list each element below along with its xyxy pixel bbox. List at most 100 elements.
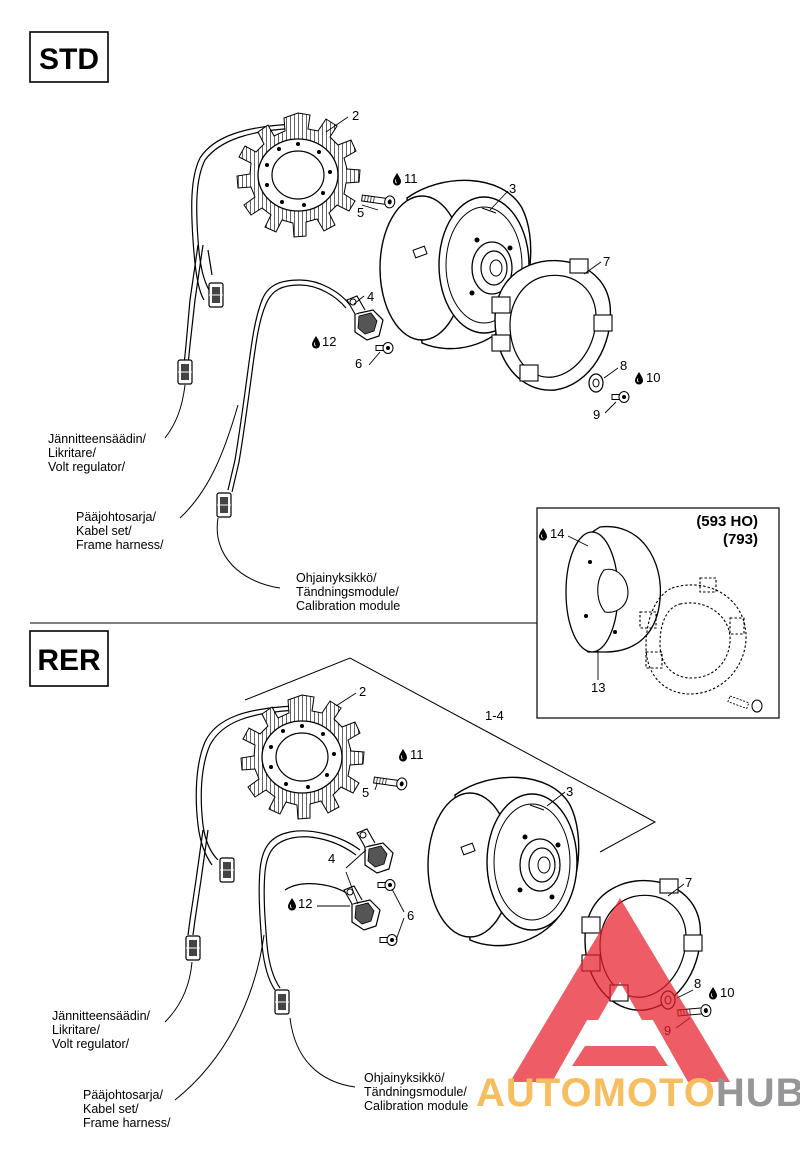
rer-sensor-lower[interactable]	[343, 885, 381, 931]
std-calibration-leader	[216, 517, 281, 589]
rer-callout-trigger-wheel: 7	[685, 875, 692, 890]
std-trigger-wheel[interactable]	[491, 258, 613, 391]
svg-text:Jännitteensäädin/: Jännitteensäädin/	[48, 432, 147, 446]
inset-spacer-plate[interactable]	[565, 525, 662, 653]
svg-text:Ohjainyksikkö/: Ohjainyksikkö/	[364, 1071, 445, 1085]
rer-callout-flywheel: 3	[566, 784, 573, 799]
std-connector-lower	[177, 359, 193, 385]
rer-connector-lower	[185, 935, 201, 961]
std-callout-washer: 8	[620, 358, 627, 373]
svg-text:Kabel set/: Kabel set/	[76, 524, 132, 538]
svg-text:Jännitteensäädin/: Jännitteensäädin/	[52, 1009, 151, 1023]
inset-callout-spacer: 13	[591, 680, 605, 695]
rer-sensor-screw-upper[interactable]	[377, 879, 396, 891]
rer-caption-frame-harness: Pääjohtosarja/ Kabel set/ Frame harness/	[83, 1088, 171, 1130]
std-sensor-screw[interactable]	[375, 342, 394, 354]
watermark-logo	[510, 898, 730, 1082]
std-volt-regulator-leader	[164, 384, 186, 439]
rer-callout-bolt-stator-thread: 11	[410, 747, 424, 762]
inset-title-1: (593 HO)	[696, 513, 758, 530]
watermark-text: AUTOMOTOHUB	[476, 1071, 800, 1115]
rer-callout-sensor-screw: 6	[407, 908, 414, 923]
svg-text:Calibration module: Calibration module	[296, 599, 400, 613]
std-callout-trigger-wheel: 7	[603, 254, 610, 269]
variant-inset: (593 HO) (793) 14 13	[536, 507, 780, 719]
std-calibration-connector	[216, 492, 232, 518]
std-sensor[interactable]	[346, 295, 384, 341]
rer-calibration-leader	[289, 1017, 356, 1088]
inset-callout-spacer-thread: 14	[550, 526, 564, 541]
std-callout-bolt-flywheel: 9	[593, 407, 600, 422]
rer-callout-bolt-stator: 5	[362, 785, 369, 800]
svg-text:Likritare/: Likritare/	[48, 446, 96, 460]
std-callout-bolt-stator: 5	[357, 205, 364, 220]
std-callout-sensor-screw-thread: 12	[322, 334, 336, 349]
rer-caption-calibration-module: Ohjainyksikkö/ Tändningsmodule/ Calibrat…	[364, 1071, 468, 1113]
svg-text:Calibration module: Calibration module	[364, 1099, 468, 1113]
rer-title-box	[29, 630, 109, 687]
rer-sensor-wire	[258, 830, 361, 991]
std-title: STD	[39, 43, 99, 76]
rer-connector-upper	[219, 857, 235, 883]
automotohub-watermark: AUTOMOTOHUB	[476, 898, 800, 1115]
svg-text:Ohjainyksikkö/: Ohjainyksikkö/	[296, 571, 377, 585]
drop-icon	[398, 748, 408, 762]
std-frame-harness-leader	[179, 404, 239, 519]
svg-text:Kabel set/: Kabel set/	[83, 1102, 139, 1116]
rer-bolt-stator[interactable]	[372, 773, 409, 792]
std-callout-sensor-screw: 6	[355, 356, 362, 371]
std-washer[interactable]	[588, 373, 604, 393]
rer-stator[interactable]	[240, 694, 365, 820]
inset-bolt-ghost	[727, 695, 763, 713]
rer-section: RER	[29, 630, 734, 1130]
std-section: STD	[29, 31, 660, 613]
rer-callout-stator: 2	[359, 684, 366, 699]
svg-text:Pääjohtosarja/: Pääjohtosarja/	[83, 1088, 163, 1102]
inset-leader-14	[567, 535, 589, 547]
rer-calibration-connector	[274, 989, 290, 1015]
std-callout-bolt-flywheel-thread: 10	[646, 370, 660, 385]
std-caption-frame-harness: Pääjohtosarja/ Kabel set/ Frame harness/	[76, 510, 164, 552]
svg-text:Likritare/: Likritare/	[52, 1023, 100, 1037]
svg-text:Tändningsmodule/: Tändningsmodule/	[364, 1085, 467, 1099]
std-caption-volt-regulator: Jännitteensäädin/ Likritare/ Volt regula…	[48, 432, 147, 474]
rer-stator-wires	[187, 705, 301, 936]
rer-volt-regulator-leader	[164, 961, 193, 1023]
std-callout-flywheel: 3	[509, 181, 516, 196]
std-title-box	[29, 31, 109, 83]
svg-text:Pääjohtosarja/: Pääjohtosarja/	[76, 510, 156, 524]
svg-text:Frame harness/: Frame harness/	[76, 538, 164, 552]
std-caption-calibration-module: Ohjainyksikkö/ Tändningsmodule/ Calibrat…	[296, 571, 400, 613]
rer-callout-washer: 8	[694, 976, 701, 991]
rer-title: RER	[37, 644, 101, 677]
rer-callout-assembly: 1-4	[485, 708, 504, 723]
std-callout-stator: 2	[352, 108, 359, 123]
std-callout-bolt-stator-thread: 11	[404, 171, 418, 186]
std-stator-wires	[183, 123, 301, 366]
svg-text:Frame harness/: Frame harness/	[83, 1116, 171, 1130]
rer-callout-sensor-screw-thread: 12	[298, 896, 312, 911]
std-bolt-flywheel[interactable]	[611, 391, 630, 403]
rer-callout-sensor: 4	[328, 851, 335, 866]
rer-callout-bolt-flywheel-thread: 10	[720, 985, 734, 1000]
inset-trigger-wheel-ghost	[639, 577, 747, 695]
drop-icon	[708, 986, 718, 1000]
std-callout-sensor: 4	[367, 289, 374, 304]
std-stator[interactable]	[236, 112, 361, 238]
std-connector-upper	[208, 282, 224, 308]
svg-text:Tändningsmodule/: Tändningsmodule/	[296, 585, 399, 599]
svg-text:Volt regulator/: Volt regulator/	[48, 460, 126, 474]
rer-frame-harness-leader	[174, 934, 265, 1101]
rer-caption-volt-regulator: Jännitteensäädin/ Likritare/ Volt regula…	[52, 1009, 151, 1051]
rer-flywheel[interactable]	[427, 776, 580, 947]
rer-sensor-upper[interactable]	[356, 828, 394, 874]
drop-icon	[392, 172, 402, 186]
drop-icon	[287, 897, 297, 911]
std-leaders	[325, 116, 619, 414]
rer-sensor-screw-lower[interactable]	[379, 934, 398, 946]
std-sensor-wire	[227, 279, 351, 493]
drop-icon	[634, 371, 644, 385]
inset-title-2: (793)	[723, 531, 758, 548]
svg-text:Volt regulator/: Volt regulator/	[52, 1037, 130, 1051]
